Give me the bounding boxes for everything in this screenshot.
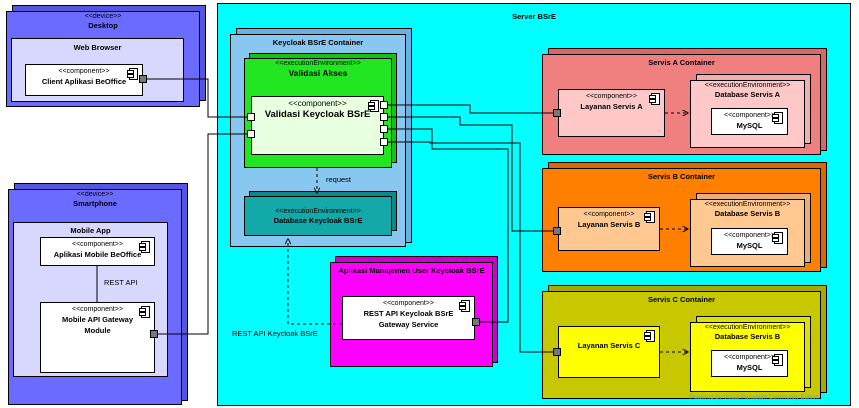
rest-api-keycloak-label: REST API Keycloak BSrE xyxy=(232,329,318,338)
layanan-servis-b-port[interactable] xyxy=(553,227,561,235)
servis-b-title: Servis B Container xyxy=(647,172,716,181)
servis-a-title: Servis A Container xyxy=(648,58,715,67)
smartphone-title: Smartphone xyxy=(73,199,117,208)
db-keycloak-node[interactable]: <<executionEnvironment>> Database Keyclo… xyxy=(244,196,392,236)
connector-gateway-to-keycloak xyxy=(158,133,247,335)
layanan-servis-b-component[interactable]: <<component>> Layanan Servis B xyxy=(558,207,660,251)
gateway-title-line2: Module xyxy=(84,326,111,335)
validasi-port-left-2[interactable] xyxy=(247,130,255,138)
validasi-port-left-1[interactable] xyxy=(247,113,255,121)
db-servis-b-title: Database Servis B xyxy=(714,209,781,218)
validasi-akses-stereotype: <<executionEnvironment>> xyxy=(275,60,361,67)
layanan-servis-c-title: Layanan Servis C xyxy=(577,341,641,350)
mysql-a-component[interactable]: <<component>> MySQL xyxy=(711,108,788,135)
db-servis-c-title: Database Servis B xyxy=(714,332,781,341)
gateway-title-line1: Mobile API Gateway xyxy=(62,315,133,324)
db-keycloak-title: Database Keycloak BSrE xyxy=(273,216,363,225)
db-servis-a-stereotype: <<executionEnvironment>> xyxy=(704,82,791,89)
layanan-servis-a-component[interactable]: <<component>> Layanan Servis A xyxy=(558,89,665,137)
db-keycloak-stereotype: <<executionEnvironment>> xyxy=(275,208,361,215)
db-servis-b-stereotype: <<executionEnvironment>> xyxy=(704,201,791,208)
component-icon xyxy=(139,241,150,253)
rest-api-gateway-component[interactable]: <<component>> REST API Keycloak BSrE Gat… xyxy=(342,296,475,340)
component-icon xyxy=(459,300,470,312)
connector-keycloak-to-rest-api-gateway xyxy=(388,128,509,323)
client-app-stereotype: <<component>> xyxy=(58,68,110,75)
gateway-port[interactable] xyxy=(150,330,158,338)
rest-api-label: REST API xyxy=(104,278,138,287)
component-icon xyxy=(368,100,379,112)
mysql-c-stereotype: <<component>> xyxy=(724,354,775,361)
component-icon xyxy=(139,306,150,318)
mysql-a-title: MySQL xyxy=(736,121,763,130)
mobile-app-title: Mobile App xyxy=(70,226,111,235)
mysql-b-component[interactable]: <<component>> MySQL xyxy=(711,228,788,255)
client-app-port[interactable] xyxy=(139,75,147,83)
gateway-module-component[interactable]: <<component>> Mobile API Gateway Module xyxy=(40,302,155,373)
request-label: request xyxy=(326,175,352,184)
layanan-servis-a-stereotype: <<component>> xyxy=(586,93,637,100)
keycloak-container-title: Keycloak BSrE Container xyxy=(272,38,364,47)
rest-api-gateway-stereotype: <<component>> xyxy=(383,300,434,307)
manajemen-user-title: Aplikasi Manajemen User Keycloak BSrE xyxy=(338,266,485,275)
validasi-port-right-3[interactable] xyxy=(380,125,388,133)
component-icon xyxy=(772,232,783,244)
validasi-keycloak-stereotype: <<component>> xyxy=(288,99,347,108)
desktop-title: Desktop xyxy=(88,21,118,30)
rest-api-gateway-port[interactable] xyxy=(472,318,480,326)
component-icon xyxy=(649,93,660,105)
mysql-c-component[interactable]: <<component>> MySQL xyxy=(711,350,788,377)
client-app-title: Client Aplikasi BeOffice xyxy=(41,77,127,86)
mysql-b-title: MySQL xyxy=(736,241,763,250)
server-title: Server BSrE xyxy=(512,12,556,21)
db-servis-c-stereotype: <<executionEnvironment>> xyxy=(704,324,791,331)
aplikasi-mobile-stereotype: <<component>> xyxy=(72,241,123,248)
validasi-akses-title: Validasi Akses xyxy=(288,68,348,78)
web-browser-title: Web Browser xyxy=(73,43,122,52)
connector-keycloak-to-servis-a xyxy=(388,104,553,114)
component-icon xyxy=(644,330,655,342)
servis-c-title: Servis C Container xyxy=(647,295,716,304)
rest-api-gateway-title-line1: REST API Keycloak BSrE xyxy=(363,309,454,318)
connector-client-to-keycloak xyxy=(147,78,247,118)
component-icon xyxy=(644,211,655,223)
validasi-keycloak-title: Validasi Keycloak BSrE xyxy=(264,109,371,120)
mysql-c-title: MySQL xyxy=(736,363,763,372)
connector-keycloak-to-servis-c xyxy=(388,141,553,353)
aplikasi-mobile-component[interactable]: <<component>> Aplikasi Mobile BeOffice xyxy=(40,237,155,266)
client-app-component[interactable]: <<component>> Client Aplikasi BeOffice xyxy=(25,64,143,96)
validasi-port-right-2[interactable] xyxy=(380,113,388,121)
dependency-rest-api-keycloak xyxy=(288,239,342,325)
layanan-servis-a-title: Layanan Servis A xyxy=(580,102,643,111)
layanan-servis-b-stereotype: <<component>> xyxy=(583,211,635,218)
gateway-stereotype: <<component>> xyxy=(72,306,123,313)
layanan-servis-a-port[interactable] xyxy=(553,109,561,117)
layanan-servis-b-title: Layanan Servis B xyxy=(577,220,641,229)
validasi-port-right-4[interactable] xyxy=(380,138,388,146)
aplikasi-mobile-title: Aplikasi Mobile BeOffice xyxy=(53,250,142,259)
layanan-servis-c-component[interactable]: Layanan Servis C xyxy=(558,326,660,378)
smartphone-stereotype: <<device>> xyxy=(76,191,114,198)
validasi-keycloak-component[interactable]: <<component>> Validasi Keycloak BSrE xyxy=(251,96,384,155)
connector-keycloak-to-servis-b xyxy=(388,116,553,232)
desktop-stereotype: <<device>> xyxy=(84,13,122,20)
layanan-servis-c-port[interactable] xyxy=(553,348,561,356)
component-icon xyxy=(772,354,783,366)
component-icon xyxy=(127,68,138,80)
mysql-a-stereotype: <<component>> xyxy=(724,112,775,119)
rest-api-gateway-title-line2: Gateway Service xyxy=(378,320,439,329)
db-servis-a-title: Database Servis A xyxy=(714,90,781,99)
mysql-b-stereotype: <<component>> xyxy=(724,232,775,239)
watermark: Powered by Visual Paradigm Community Edi… xyxy=(690,395,819,401)
validasi-port-right-1[interactable] xyxy=(380,101,388,109)
component-icon xyxy=(772,112,783,124)
